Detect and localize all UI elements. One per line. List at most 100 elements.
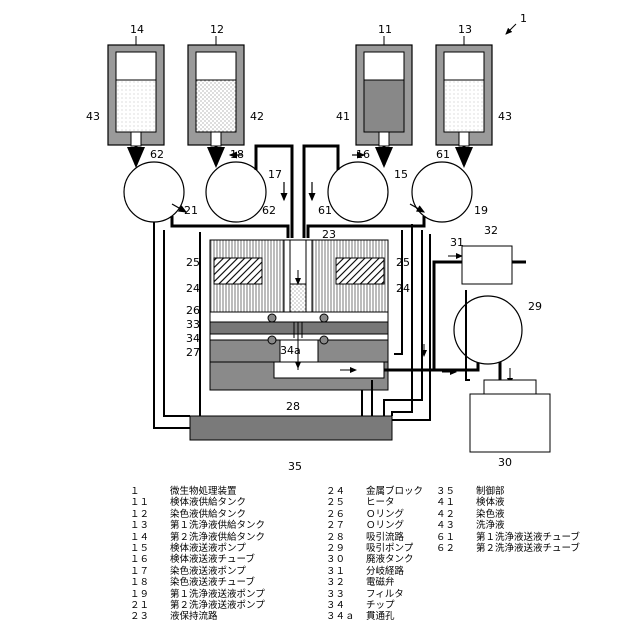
legend: １微生物処理装置１１検体液供給タンク１２染色液供給タンク１３第１洗浄液供給タンク…	[130, 486, 600, 636]
svg-text:28: 28	[286, 400, 300, 413]
svg-text:14: 14	[130, 23, 144, 36]
legend-number: ２５	[326, 497, 366, 508]
legend-item: １９第１洗浄液送液ポンプ	[130, 589, 265, 600]
svg-text:62: 62	[262, 204, 276, 217]
legend-number: ３４	[326, 600, 366, 611]
legend-label: 第１洗浄液送液チューブ	[476, 532, 580, 543]
legend-item: ２１第２洗浄液送液ポンプ	[130, 600, 265, 611]
legend-item: ３３フィルタ	[326, 589, 404, 600]
svg-text:43: 43	[86, 110, 100, 123]
svg-text:42: 42	[250, 110, 264, 123]
svg-text:33: 33	[186, 318, 200, 331]
ref-figure: 1	[520, 12, 527, 25]
legend-item: １２染色液供給タンク	[130, 509, 246, 520]
legend-item: ２３液保持流路	[130, 611, 218, 622]
legend-number: ２８	[326, 532, 366, 543]
legend-label: 染色液	[476, 509, 505, 520]
legend-item: ３２電磁弁	[326, 577, 395, 588]
svg-text:16: 16	[356, 148, 370, 161]
svg-text:23: 23	[322, 228, 336, 241]
legend-label: 微生物処理装置	[170, 486, 237, 497]
legend-number: ３３	[326, 589, 366, 600]
legend-number: １２	[130, 509, 170, 520]
controller	[190, 416, 392, 440]
legend-label: 電磁弁	[366, 577, 395, 588]
legend-label: 第２洗浄液送液チューブ	[476, 543, 580, 554]
legend-label: 洗浄液	[476, 520, 505, 531]
legend-item: １７染色液送液ポンプ	[130, 566, 246, 577]
legend-number: １８	[130, 577, 170, 588]
svg-text:41: 41	[336, 110, 350, 123]
legend-label: ヒータ	[366, 497, 395, 508]
legend-number: １１	[130, 497, 170, 508]
legend-label: 第２洗浄液供給タンク	[170, 532, 265, 543]
legend-item: ４１検体液	[436, 497, 505, 508]
legend-number: １３	[130, 520, 170, 531]
tank-12	[188, 45, 244, 146]
pump-17	[206, 162, 266, 222]
o-ring-27b	[320, 336, 328, 344]
svg-text:62: 62	[150, 148, 164, 161]
legend-label: 第１洗浄液供給タンク	[170, 520, 265, 531]
legend-label: 染色液送液チューブ	[170, 577, 255, 588]
svg-text:27: 27	[186, 346, 200, 359]
legend-label: 制御部	[476, 486, 505, 497]
legend-number: ６１	[436, 532, 476, 543]
legend-number: １６	[130, 554, 170, 565]
svg-text:24: 24	[186, 282, 200, 295]
svg-text:19: 19	[474, 204, 488, 217]
svg-text:15: 15	[394, 168, 408, 181]
legend-label: チップ	[366, 600, 395, 611]
tank-11	[356, 45, 412, 146]
legend-label: 液保持流路	[170, 611, 218, 622]
svg-text:17: 17	[268, 168, 282, 181]
svg-text:25: 25	[396, 256, 410, 269]
svg-text:12: 12	[210, 23, 224, 36]
legend-label: 検体液供給タンク	[170, 497, 246, 508]
svg-text:30: 30	[498, 456, 512, 469]
solenoid-valve	[462, 246, 512, 284]
svg-text:29: 29	[528, 300, 542, 313]
legend-item: １微生物処理装置	[130, 486, 237, 497]
legend-item: ２４金属ブロック	[326, 486, 423, 497]
heater-left	[214, 258, 262, 284]
legend-label: 第１洗浄液送液ポンプ	[170, 589, 265, 600]
svg-text:61: 61	[436, 148, 450, 161]
legend-item: ３５制御部	[436, 486, 505, 497]
legend-item: ６１第１洗浄液送液チューブ	[436, 532, 580, 543]
legend-number: １	[130, 486, 170, 497]
o-ring-26a	[268, 314, 276, 322]
heater-right	[336, 258, 384, 284]
legend-label: 金属ブロック	[366, 486, 423, 497]
legend-label: Ｏリング	[366, 509, 404, 520]
legend-number: ３１	[326, 566, 366, 577]
legend-label: 貫通孔	[366, 611, 395, 622]
legend-item: ２９吸引ポンプ	[326, 543, 413, 554]
suction-channel	[274, 362, 384, 378]
legend-item: ３４チップ	[326, 600, 395, 611]
svg-text:18: 18	[230, 148, 244, 161]
legend-label: 廃液タンク	[366, 554, 414, 565]
legend-number: ３０	[326, 554, 366, 565]
filter-33	[210, 322, 388, 334]
legend-number: ３４ａ	[326, 611, 366, 622]
legend-item: ３０廃液タンク	[326, 554, 414, 565]
legend-label: Ｏリング	[366, 520, 404, 531]
legend-number: ３２	[326, 577, 366, 588]
legend-item: ４３洗浄液	[436, 520, 505, 531]
processing-block	[210, 240, 388, 390]
legend-number: １９	[130, 589, 170, 600]
svg-text:13: 13	[458, 23, 472, 36]
waste-tank	[470, 380, 550, 452]
legend-label: 染色液送液ポンプ	[170, 566, 246, 577]
o-ring-27a	[268, 336, 276, 344]
supply-tubes	[136, 146, 464, 165]
svg-text:34a: 34a	[280, 344, 301, 357]
svg-text:35: 35	[288, 460, 302, 473]
legend-number: ２３	[130, 611, 170, 622]
legend-label: 吸引ポンプ	[366, 543, 413, 554]
legend-label: 検体液	[476, 497, 505, 508]
legend-item: １５検体液送液ポンプ	[130, 543, 246, 554]
svg-text:34: 34	[186, 332, 200, 345]
